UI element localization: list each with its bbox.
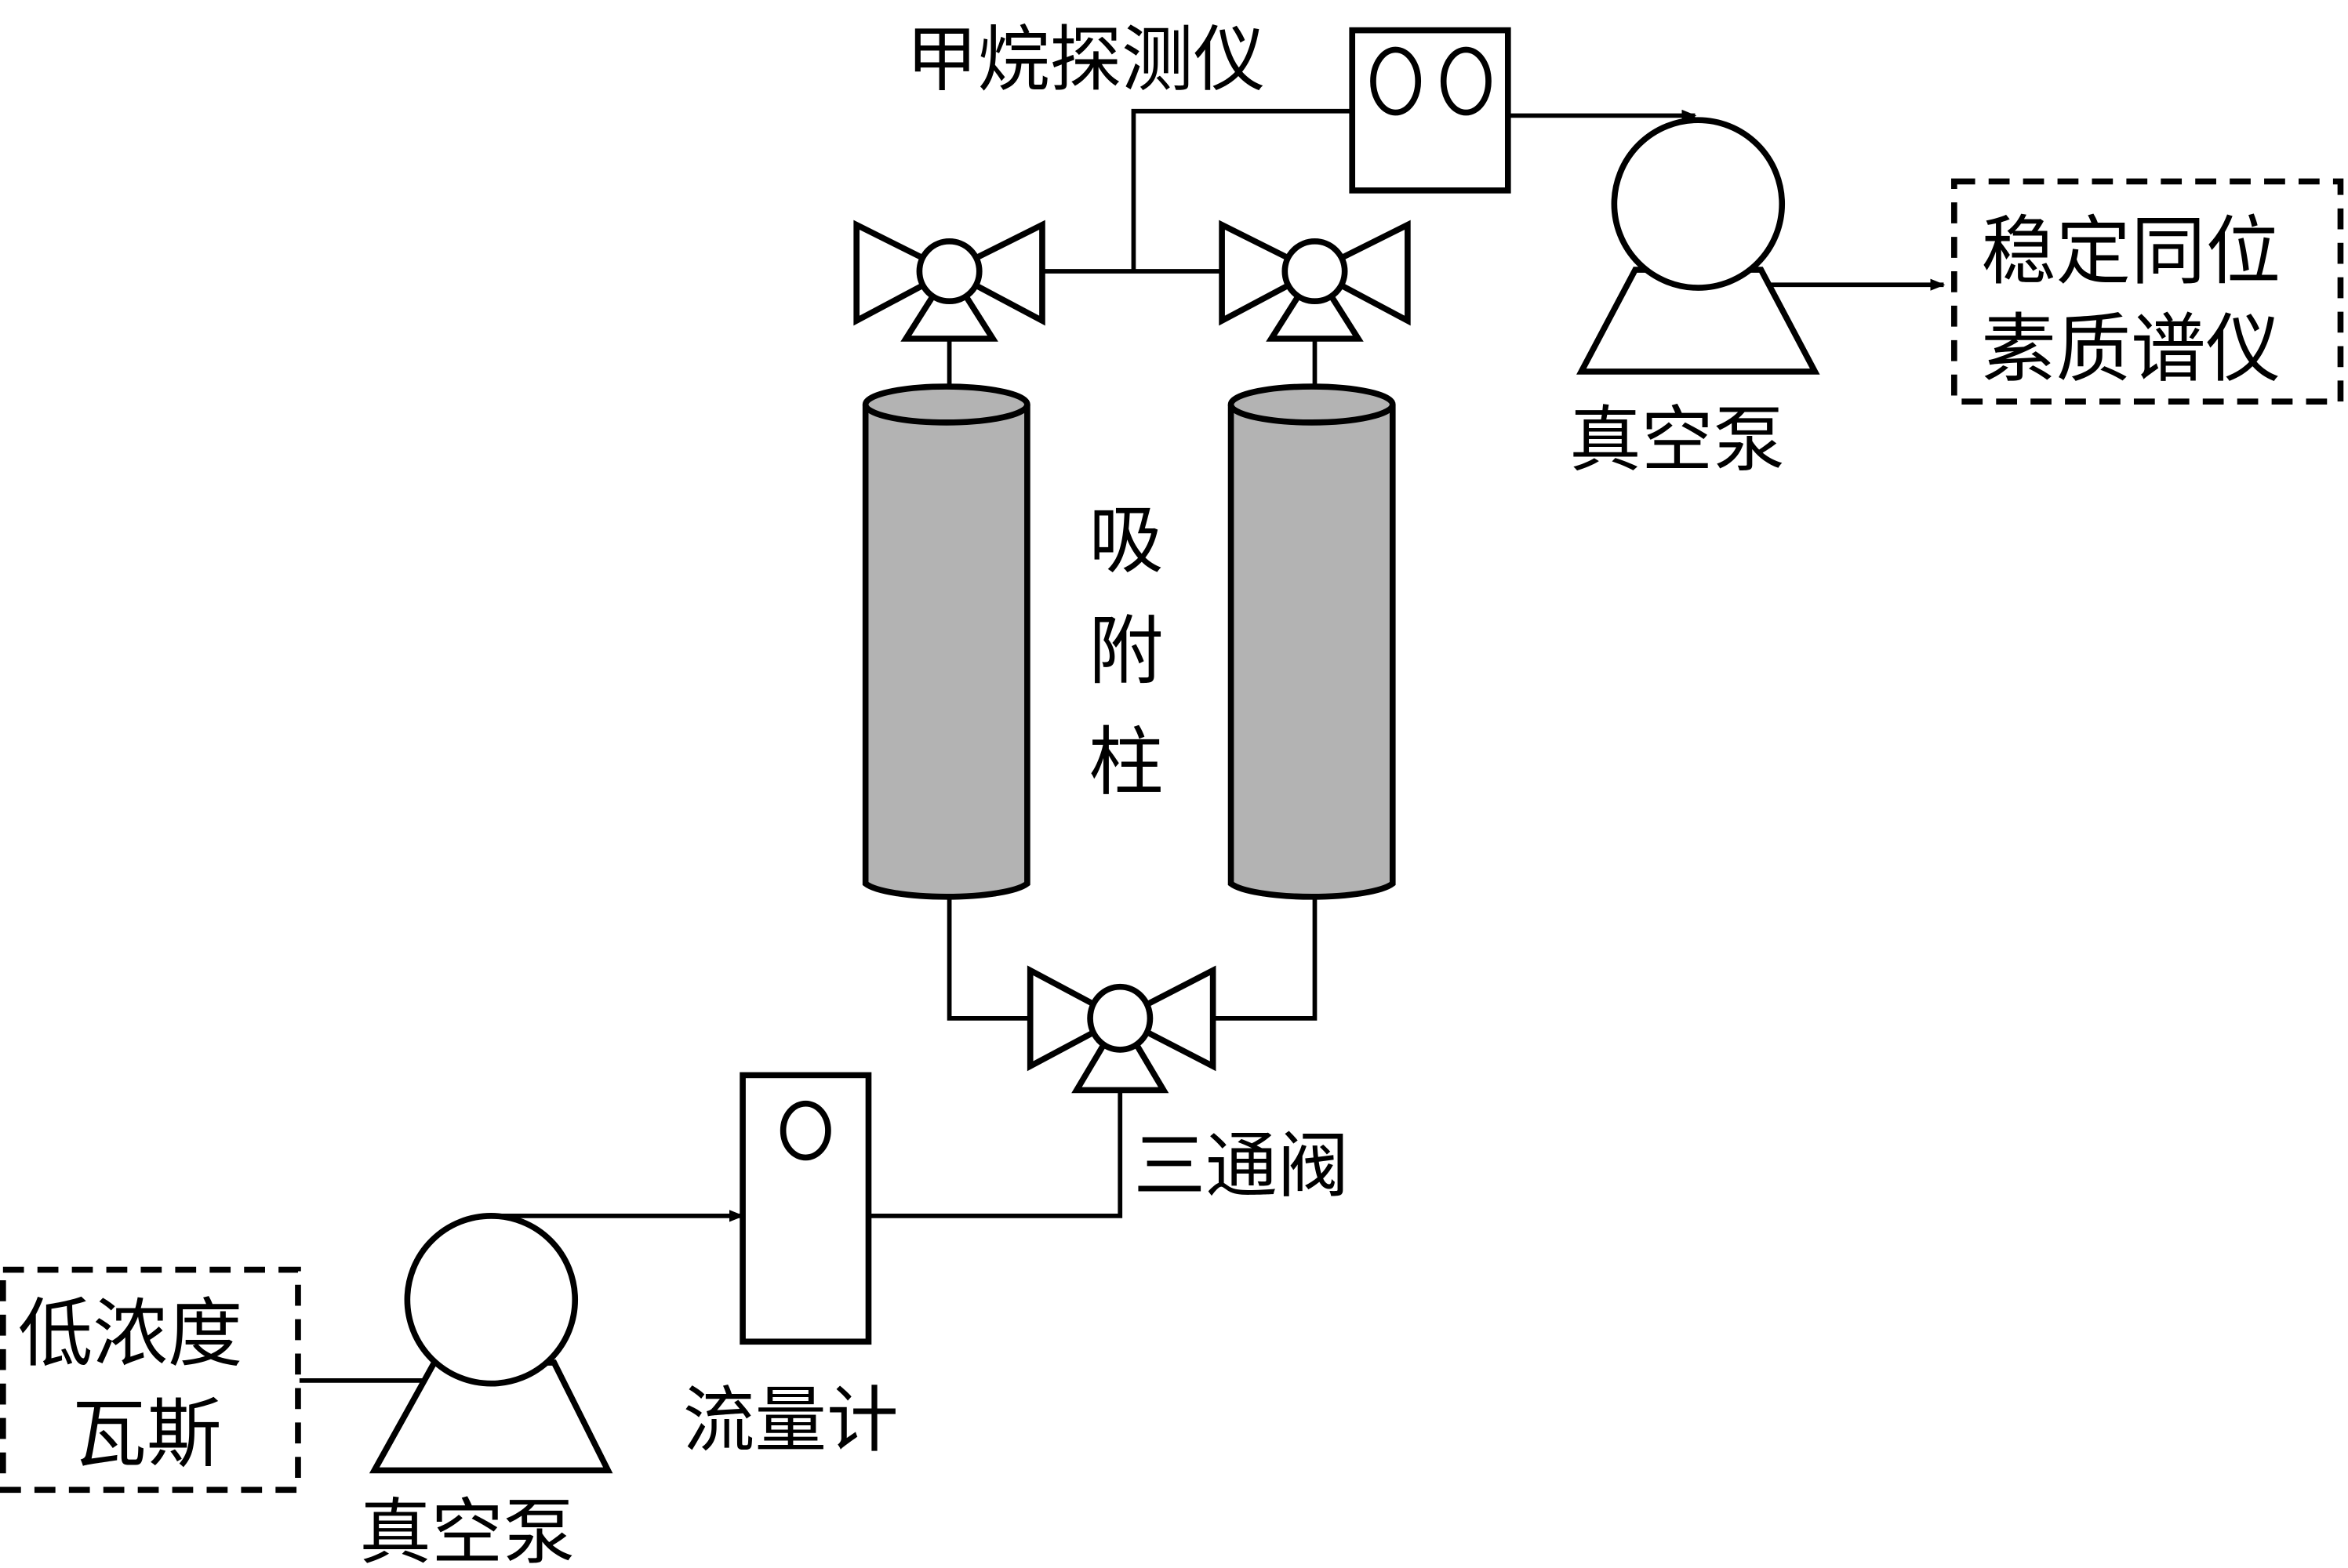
- isotope-ms-label-line1: 稳定同位: [1981, 208, 2281, 296]
- three-way-valve-label: 三通阀: [1133, 1123, 1349, 1207]
- valve-top-right: [1219, 220, 1411, 342]
- adsorption-column-label-3: 柱: [1089, 718, 1163, 806]
- vacuum-pump-top-label: 真空泵: [1569, 397, 1785, 481]
- methane-detector: [1349, 27, 1511, 194]
- dial-icon: [1440, 46, 1492, 116]
- flow-meter-label: 流量计: [683, 1378, 899, 1462]
- vacuum-pump-bottom: [369, 1213, 613, 1474]
- vacuum-pump-bottom-label: 真空泵: [359, 1490, 575, 1568]
- adsorption-column-label-2: 附: [1089, 607, 1163, 695]
- isotope-mass-spectrometer-box: [1950, 178, 2344, 405]
- gauge-icon: [780, 1100, 831, 1161]
- low-conc-gas-label-line1: 低浓度: [18, 1290, 242, 1377]
- pipe-valve-to-flowmeter: [868, 1090, 1123, 1218]
- pipe-to-detector: [1131, 108, 1353, 272]
- isotope-ms-label-line2: 素质谱仪: [1981, 305, 2281, 393]
- low-concentration-gas-box: [0, 1266, 301, 1494]
- adsorption-column-label-1: 吸: [1089, 496, 1163, 584]
- vacuum-pump-top: [1576, 117, 1820, 375]
- pipe-left-column-bottom: [947, 889, 1030, 1021]
- pipe-right-column-bottom: [1212, 889, 1318, 1021]
- dial-icon: [1370, 46, 1422, 116]
- adsorption-column-right: [1227, 383, 1396, 900]
- valve-top-left: [853, 220, 1045, 342]
- three-way-valve: [1027, 965, 1216, 1094]
- methane-detector-label: 甲烷探测仪: [906, 17, 1265, 101]
- adsorption-column-left: [862, 383, 1030, 900]
- low-conc-gas-label-line2: 瓦斯: [72, 1390, 222, 1478]
- flow-meter: [740, 1072, 872, 1345]
